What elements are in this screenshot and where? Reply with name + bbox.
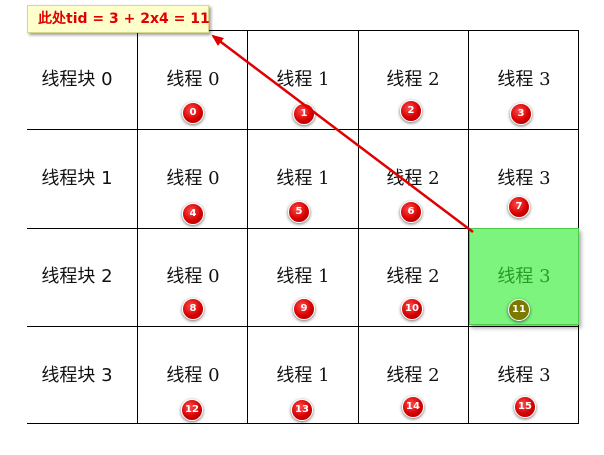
grid-line bbox=[358, 31, 359, 423]
grid-line bbox=[247, 31, 248, 423]
thread-id-badge: 8 bbox=[182, 298, 204, 320]
thread-id-badge: 13 bbox=[291, 399, 313, 421]
thread-label: 线程 2 bbox=[386, 168, 440, 189]
thread-label: 线程 3 bbox=[497, 69, 551, 90]
thread-label: 线程 0 bbox=[166, 365, 220, 386]
block-label-0: 线程块 0 bbox=[41, 69, 113, 90]
highlighted-thread-id-badge: 11 bbox=[508, 299, 530, 321]
block-label-1: 线程块 1 bbox=[41, 168, 113, 189]
thread-label: 线程 2 bbox=[386, 69, 440, 90]
thread-label: 线程 2 bbox=[386, 266, 440, 287]
thread-id-badge: 4 bbox=[182, 203, 204, 225]
grid-line bbox=[27, 129, 578, 130]
grid-line bbox=[27, 228, 578, 229]
thread-label: 线程 1 bbox=[276, 365, 330, 386]
thread-label: 线程 1 bbox=[276, 168, 330, 189]
thread-label: 线程 1 bbox=[276, 69, 330, 90]
thread-label: 线程 3 bbox=[497, 168, 551, 189]
thread-label: 线程 2 bbox=[386, 365, 440, 386]
grid-line bbox=[468, 31, 469, 423]
grid-line bbox=[27, 326, 578, 327]
thread-id-badge: 9 bbox=[293, 298, 315, 320]
thread-id-badge: 14 bbox=[402, 396, 424, 418]
block-label-2: 线程块 2 bbox=[41, 266, 113, 287]
formula-callout: 此处tid = 3 + 2x4 = 11 bbox=[27, 5, 210, 33]
thread-id-badge: 3 bbox=[510, 103, 532, 125]
thread-id-badge: 5 bbox=[288, 201, 310, 223]
grid-line bbox=[137, 31, 138, 423]
thread-id-badge: 10 bbox=[401, 298, 423, 320]
thread-label: 线程 0 bbox=[166, 266, 220, 287]
thread-label: 线程 0 bbox=[166, 69, 220, 90]
thread-label: 线程 0 bbox=[166, 168, 220, 189]
thread-id-badge: 6 bbox=[400, 201, 422, 223]
thread-label: 线程 1 bbox=[276, 266, 330, 287]
arrow-line bbox=[211, 34, 474, 233]
thread-label: 线程 3 bbox=[497, 365, 551, 386]
block-label-3: 线程块 3 bbox=[41, 365, 113, 386]
thread-id-badge: 7 bbox=[508, 196, 530, 218]
thread-id-badge: 0 bbox=[182, 102, 204, 124]
highlighted-thread-label: 线程 3 bbox=[497, 266, 551, 287]
thread-grid bbox=[27, 30, 579, 424]
thread-id-badge: 15 bbox=[514, 396, 536, 418]
thread-id-badge: 12 bbox=[181, 399, 203, 421]
thread-id-badge: 2 bbox=[400, 100, 422, 122]
